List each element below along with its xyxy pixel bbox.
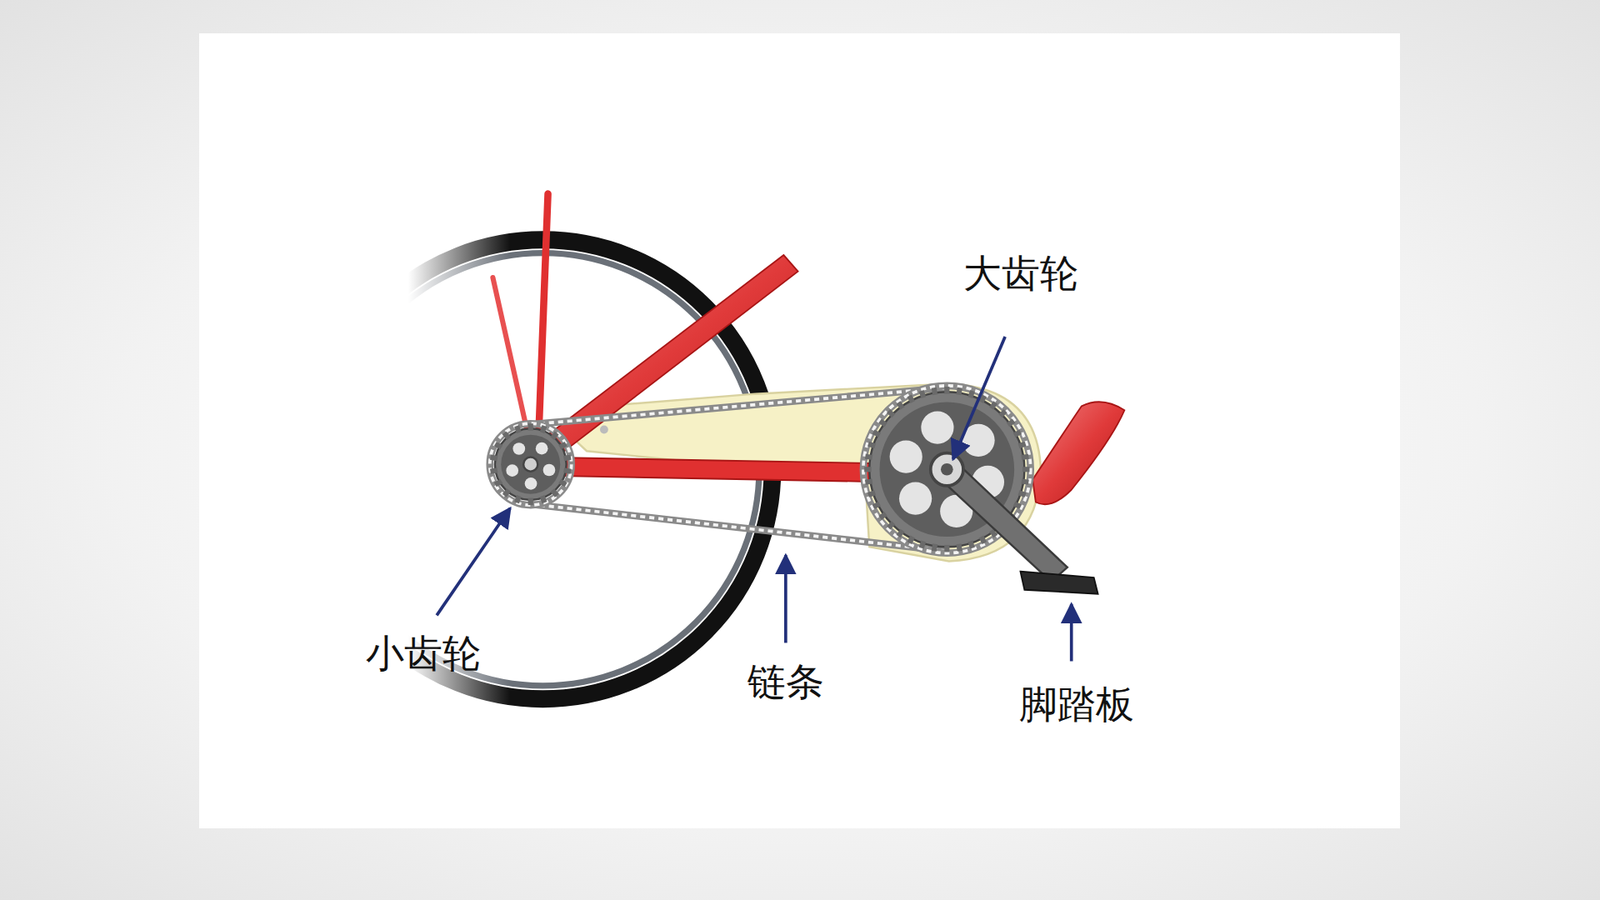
chain xyxy=(490,385,1031,554)
part-label: 脚踏板 xyxy=(1019,683,1135,726)
small-sprocket xyxy=(490,423,572,505)
part-label: 链条 xyxy=(747,660,825,704)
leader-arrows xyxy=(436,336,1072,661)
part-label: 小齿轮 xyxy=(365,632,481,675)
crank-and-pedal xyxy=(930,453,1099,595)
guard-bolt xyxy=(600,425,609,435)
part-label: 大齿轮 xyxy=(963,252,1079,295)
